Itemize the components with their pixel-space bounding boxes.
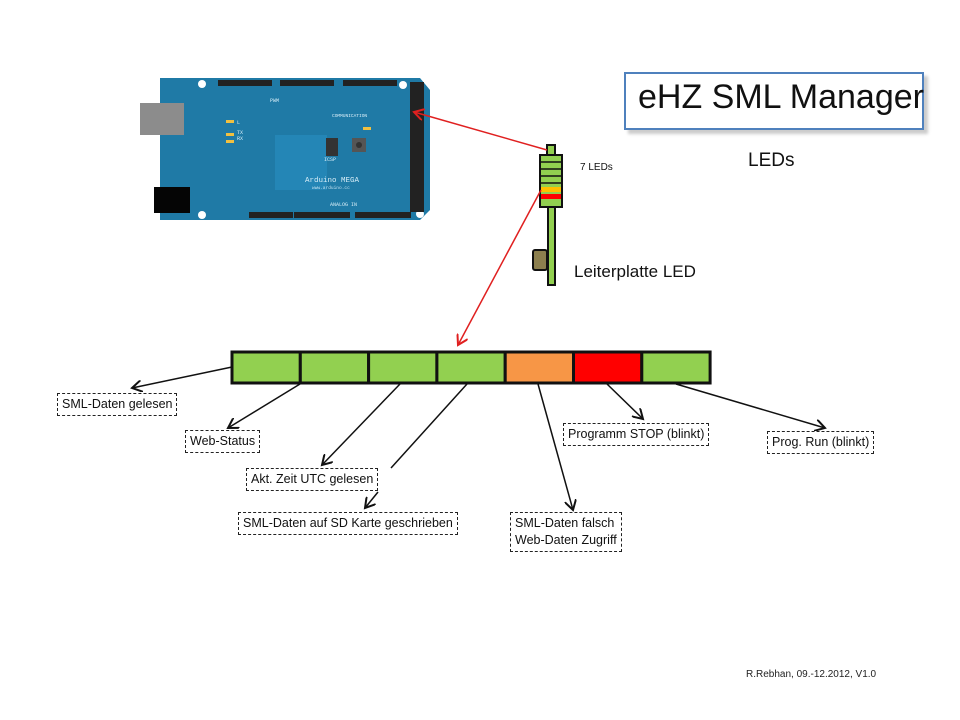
page-title: eHZ SML Manager bbox=[638, 78, 924, 116]
pcb-led-yellow bbox=[541, 187, 561, 192]
led3-description: Akt. Zeit UTC gelesen bbox=[246, 468, 379, 491]
led-segment-7 bbox=[640, 350, 712, 385]
footer-credit: R.Rebhan, 09.-12.2012, V1.0 bbox=[746, 669, 877, 680]
red-arrow-to-board bbox=[414, 112, 548, 151]
arduino-mega-board bbox=[140, 78, 430, 220]
pcb-led-board bbox=[532, 144, 563, 286]
communication-label: COMMUNICATION bbox=[332, 113, 367, 119]
led2-description: Web-Status bbox=[185, 430, 261, 453]
arrow-led3 bbox=[322, 383, 401, 465]
led-count-label: 7 LEDs bbox=[580, 162, 613, 173]
led-segment-2 bbox=[298, 350, 371, 385]
arrow-led5 bbox=[537, 383, 573, 510]
arrow-led6 bbox=[606, 383, 643, 419]
board-name: Arduino MEGA bbox=[305, 177, 360, 185]
usb-connector bbox=[140, 103, 184, 135]
led4-description: SML-Daten auf SD Karte geschrieben bbox=[238, 512, 458, 535]
analog-in-label: ANALOG IN bbox=[330, 202, 357, 208]
led-segment-6 bbox=[572, 350, 644, 385]
icsp-label: ICSP bbox=[324, 157, 336, 163]
title-box: eHZ SML Manager bbox=[624, 72, 924, 130]
led-l-label: L bbox=[237, 120, 240, 126]
pwm-label: PWM bbox=[270, 98, 279, 104]
led-bar bbox=[230, 350, 712, 385]
red-arrow-to-ledbar bbox=[458, 189, 542, 345]
arrow-led4-a bbox=[390, 383, 468, 469]
arrow-led2 bbox=[228, 383, 301, 428]
pcb-label: Leiterplatte LED bbox=[574, 262, 696, 281]
subtitle: LEDs bbox=[748, 150, 795, 171]
led-segment-5 bbox=[503, 350, 576, 385]
led1-description: SML-Daten gelesen bbox=[57, 393, 178, 416]
led-segment-4 bbox=[435, 350, 507, 385]
led5-line2: Web-Daten Zugriff bbox=[515, 533, 617, 547]
led7-description: Prog. Run (blinkt) bbox=[767, 431, 875, 454]
led-rx-label: RX bbox=[237, 136, 243, 142]
led5-description: SML-Daten falsch Web-Daten Zugriff bbox=[510, 512, 622, 552]
led5-line1: SML-Daten falsch bbox=[515, 516, 615, 530]
led6-description: Programm STOP (blinkt) bbox=[563, 423, 710, 446]
led-segment-3 bbox=[367, 350, 439, 385]
board-website: www.arduino.cc bbox=[312, 185, 350, 191]
led-tx-label: TX bbox=[237, 130, 243, 136]
arrow-led7 bbox=[675, 383, 825, 428]
arrow-led4-b bbox=[365, 491, 379, 508]
led-segment-1 bbox=[230, 350, 302, 385]
pcb-led-red bbox=[541, 194, 561, 199]
arrow-led1 bbox=[132, 366, 233, 388]
power-jack bbox=[154, 187, 190, 213]
